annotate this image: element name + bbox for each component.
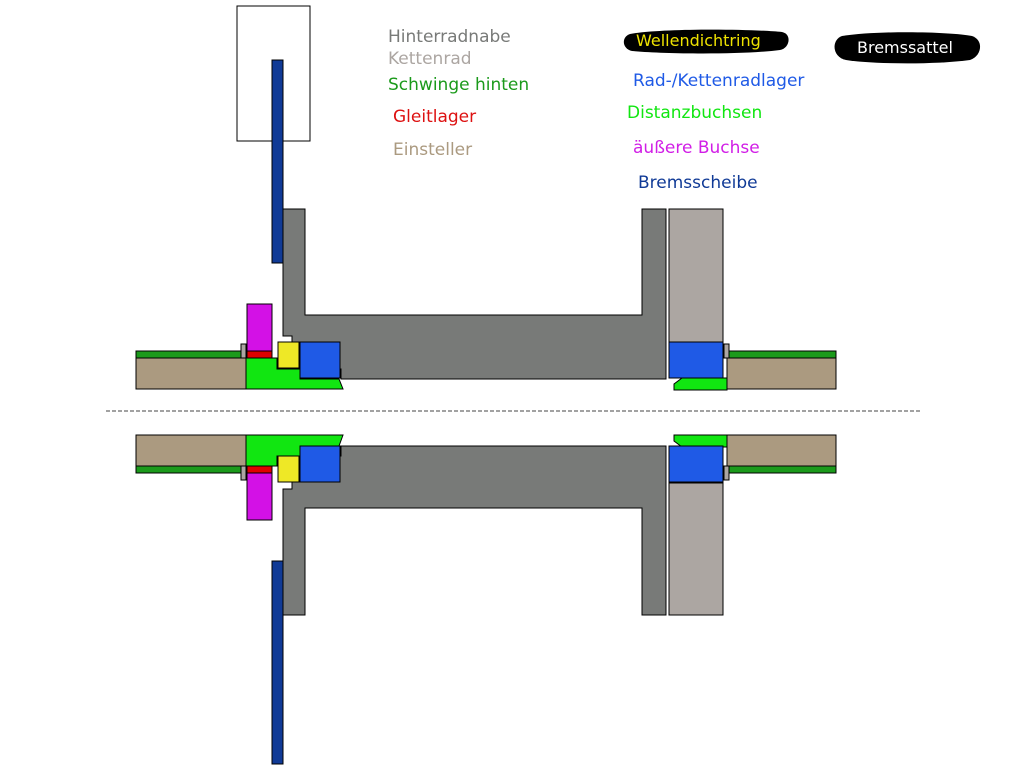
legend-bearings: Rad-/Kettenradlager: [633, 71, 805, 91]
legend-sprocket: Kettenrad: [388, 49, 472, 69]
legend-caliper-blob: [834, 32, 981, 64]
hub-bottom: [282, 445, 667, 616]
legend-disc: Bremsscheibe: [638, 173, 758, 193]
legend-seal-blob: [623, 29, 789, 54]
spacer-right-top: [673, 377, 728, 391]
plain-bearing-top: [246, 350, 273, 359]
spacer-edge-right-top: [723, 343, 730, 359]
swingarm-left-bottom: [135, 465, 243, 474]
swingarm-right-bottom: [728, 465, 837, 474]
swingarm-left-top: [135, 350, 243, 359]
adjuster-left-bottom: [135, 434, 247, 467]
sprocket-bearing-bottom: [668, 445, 724, 483]
adjuster-right-bottom: [726, 434, 837, 467]
legend-caliper: Bremssattel: [857, 38, 953, 57]
sprocket-bottom: [668, 482, 724, 616]
spacer-right-bottom: [673, 434, 728, 448]
legend-hub: Hinterradnabe: [388, 27, 511, 47]
legend-outer-bushing: äußere Buchse: [633, 138, 760, 158]
sprocket-top: [668, 208, 724, 343]
sprocket-bearing-top: [668, 341, 724, 379]
hub-top: [282, 208, 667, 380]
plain-bearing-bottom: [246, 465, 273, 474]
brake-disc-top: [271, 59, 284, 264]
wheel-bearing-left-top: [299, 341, 341, 379]
outer-bushing-top: [246, 303, 273, 352]
brake-disc-bottom: [271, 560, 284, 765]
outer-bushing-bottom: [246, 472, 273, 521]
legend-adjuster: Einsteller: [393, 140, 473, 160]
spacer-edge-left-top: [240, 343, 247, 359]
spacer-left-top: [245, 357, 344, 390]
adjuster-left-top: [135, 357, 247, 390]
spacer-edge-left-bottom: [240, 465, 247, 481]
legend-spacers: Distanzbuchsen: [627, 103, 763, 123]
adjuster-right-top: [726, 357, 837, 390]
wheel-bearing-left-bottom: [299, 445, 341, 483]
shaft-seal-top: [277, 341, 300, 369]
legend-seal: Wellendichtring: [636, 31, 761, 50]
spacer-edge-right-bottom: [723, 465, 730, 481]
legend-swingarm: Schwinge hinten: [388, 75, 530, 95]
swingarm-right-top: [728, 350, 837, 359]
legend-plain-bearing: Gleitlager: [393, 107, 477, 127]
shaft-seal-bottom: [277, 455, 300, 483]
